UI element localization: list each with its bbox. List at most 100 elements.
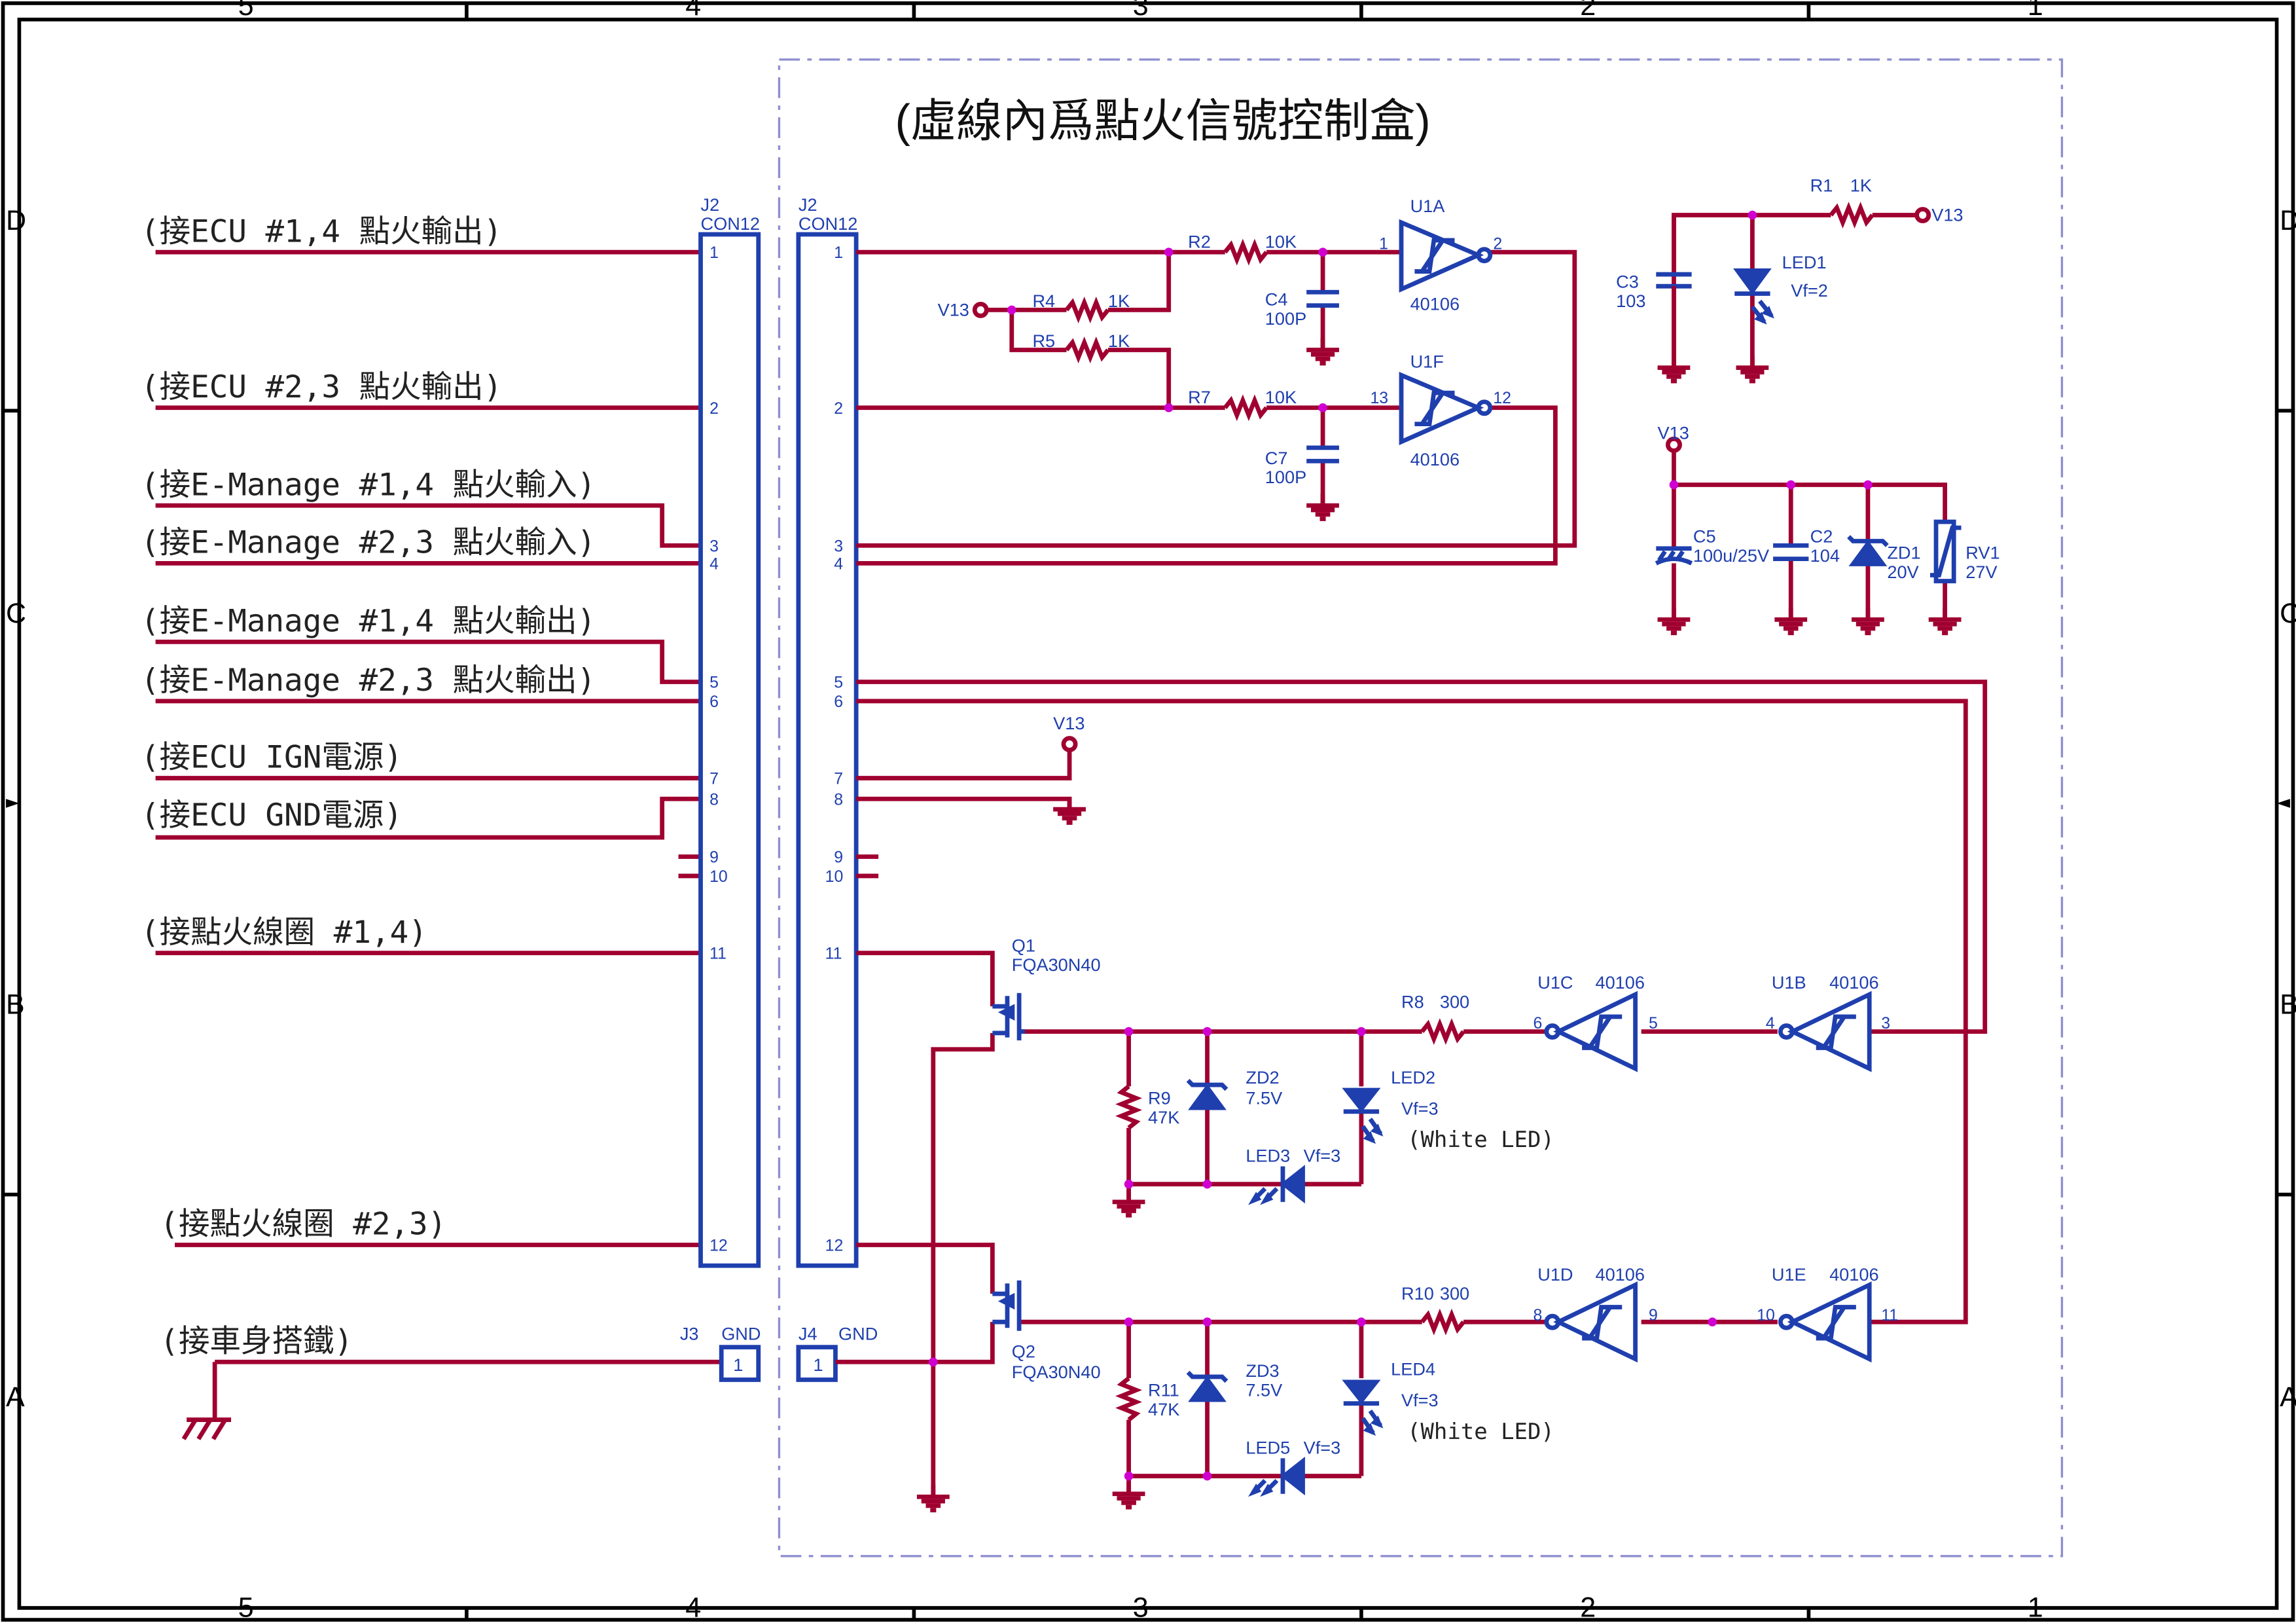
zener-zd1: ZD1 20V xyxy=(1847,535,1921,582)
connector-j3: J3 GND 1 xyxy=(680,1323,761,1382)
input-label: (接E-Manage #2,3 點火輸入) xyxy=(141,525,596,561)
gate-u1b: U1B 40106 4 3 xyxy=(1766,972,1890,1072)
svg-text:47K: 47K xyxy=(1148,1107,1179,1127)
svg-text:40106: 40106 xyxy=(1829,1264,1878,1285)
svg-text:20V: 20V xyxy=(1887,562,1918,582)
svg-text:R1: R1 xyxy=(1810,175,1833,195)
svg-text:R8: R8 xyxy=(1401,991,1424,1012)
resistor-r1: R1 1K xyxy=(1810,175,1873,223)
svg-text:ZD3: ZD3 xyxy=(1246,1360,1279,1381)
resistor-r4: R4 1K xyxy=(1032,291,1130,318)
connector-pin-right: 10 xyxy=(825,867,844,886)
svg-text:R10: R10 xyxy=(1401,1283,1434,1304)
svg-text:J4: J4 xyxy=(798,1323,817,1343)
gate-u1e: U1E 40106 10 11 xyxy=(1757,1264,1898,1363)
svg-text:100P: 100P xyxy=(1265,308,1306,329)
zone-col-bottom: 4 xyxy=(685,1592,701,1623)
svg-text:J2: J2 xyxy=(798,194,817,215)
connector-pin-left: 1 xyxy=(709,244,719,262)
resistor-r2: R2 10K xyxy=(1188,231,1297,259)
connector-j2-right: J2 CON12 xyxy=(796,194,859,1268)
svg-text:U1C: U1C xyxy=(1537,972,1573,993)
connector-pin-right: 4 xyxy=(834,555,843,573)
svg-text:40106: 40106 xyxy=(1829,972,1878,993)
svg-text:GND: GND xyxy=(721,1323,761,1343)
led1: LED1 Vf=2 xyxy=(1733,252,1828,325)
varistor-rv1: RV1 27V xyxy=(1929,519,2000,583)
svg-text:5: 5 xyxy=(1649,1014,1658,1032)
svg-text:U1D: U1D xyxy=(1537,1264,1573,1285)
svg-text:V13: V13 xyxy=(1931,205,1963,225)
connector-pin-left: 8 xyxy=(709,790,719,809)
resistor-r5: R5 1K xyxy=(1032,331,1130,357)
connector-pin-left: 2 xyxy=(709,399,719,418)
svg-text:9: 9 xyxy=(1649,1306,1658,1324)
svg-text:ZD1: ZD1 xyxy=(1887,543,1920,563)
led4: LED4 Vf=3 xyxy=(1342,1359,1439,1436)
gate-u1d: U1D 40106 8 9 xyxy=(1533,1264,1658,1363)
svg-text:10: 10 xyxy=(1757,1306,1775,1324)
svg-text:C3: C3 xyxy=(1616,271,1639,291)
zone-row-right: B xyxy=(2280,989,2296,1020)
white-led-note: (White LED) xyxy=(1407,1127,1554,1153)
svg-text:40106: 40106 xyxy=(1595,972,1644,993)
svg-text:U1A: U1A xyxy=(1410,196,1446,216)
svg-text:Vf=3: Vf=3 xyxy=(1304,1438,1341,1458)
svg-text:U1E: U1E xyxy=(1772,1264,1806,1285)
svg-text:Q2: Q2 xyxy=(1012,1341,1035,1361)
connector-pin-left: 9 xyxy=(709,848,719,867)
zone-row-left: D xyxy=(6,205,26,236)
zone-row-right: A xyxy=(2280,1381,2296,1413)
connector-j2-left: J2 CON12 xyxy=(698,194,761,1268)
svg-text:300: 300 xyxy=(1440,1283,1469,1304)
svg-text:100u/25V: 100u/25V xyxy=(1693,545,1769,566)
zone-row-left: A xyxy=(6,1381,25,1413)
input-label: (接ECU #2,3 點火輸出) xyxy=(141,369,502,405)
zone-labels: 5 4 3 2 1 5 4 3 2 1 D C B A D C B A xyxy=(6,0,2296,1623)
svg-text:LED1: LED1 xyxy=(1782,252,1827,272)
svg-text:11: 11 xyxy=(1881,1306,1898,1324)
connector-pin-left: 4 xyxy=(709,555,719,573)
svg-text:13: 13 xyxy=(1370,389,1388,407)
svg-text:Vf=3: Vf=3 xyxy=(1401,1390,1439,1410)
resistor-r11: R11 47K xyxy=(1121,1378,1179,1419)
svg-text:1K: 1K xyxy=(1108,291,1130,311)
svg-text:C2: C2 xyxy=(1810,526,1833,547)
connector-pin-left: 12 xyxy=(709,1237,728,1255)
svg-text:C5: C5 xyxy=(1693,526,1716,547)
zone-col-top: 3 xyxy=(1133,0,1149,22)
resistor-r9: R9 47K xyxy=(1121,1086,1179,1127)
svg-text:1K: 1K xyxy=(1108,331,1130,351)
zener-zd3: ZD3 7.5V xyxy=(1186,1360,1282,1402)
svg-text:7.5V: 7.5V xyxy=(1246,1087,1282,1108)
input-wires xyxy=(155,249,722,1440)
svg-text:2: 2 xyxy=(1493,235,1502,253)
connector-pin-right: 1 xyxy=(834,244,843,262)
svg-text:LED3: LED3 xyxy=(1246,1146,1290,1166)
input-label: (接ECU #1,4 點火輸出) xyxy=(141,213,502,249)
svg-text:FQA30N40: FQA30N40 xyxy=(1012,1362,1101,1382)
svg-text:R11: R11 xyxy=(1148,1379,1179,1400)
svg-text:1K: 1K xyxy=(1850,175,1872,195)
gate-u1f: U1F 40106 13 12 xyxy=(1370,352,1511,469)
mosfet-q2: Q2 FQA30N40 xyxy=(992,1280,1101,1382)
zone-col-bottom: 5 xyxy=(238,1592,254,1623)
led3: LED3 Vf=3 xyxy=(1246,1146,1340,1205)
svg-text:Vf=2: Vf=2 xyxy=(1791,280,1828,301)
svg-text:R7: R7 xyxy=(1188,387,1211,407)
zone-col-top: 1 xyxy=(2028,0,2043,22)
svg-text:CON12: CON12 xyxy=(701,213,761,234)
svg-text:1: 1 xyxy=(814,1355,823,1375)
svg-text:10K: 10K xyxy=(1265,387,1297,407)
white-led-note: (White LED) xyxy=(1407,1419,1554,1445)
connector-pin-right: 11 xyxy=(825,945,842,963)
zone-row-left: C xyxy=(6,598,26,629)
input-label: (接ECU GND電源) xyxy=(141,797,403,833)
connector-pin-left: 3 xyxy=(709,537,719,555)
input-label: (接車身搭鐵) xyxy=(160,1323,353,1359)
svg-text:300: 300 xyxy=(1440,991,1469,1012)
input-label: (接點火線圈 #1,4) xyxy=(141,915,427,951)
connector-pin-right: 6 xyxy=(834,693,843,711)
